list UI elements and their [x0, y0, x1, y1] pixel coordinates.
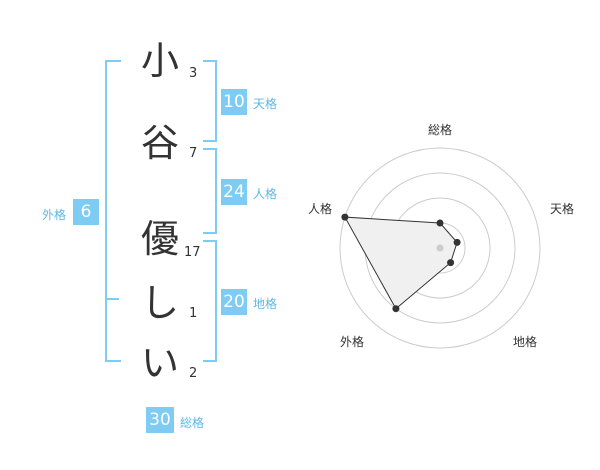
jinkaku-label: 人格 [253, 187, 278, 201]
name-char-1: 小 [140, 39, 179, 83]
radar-area [344, 216, 458, 310]
fortune-radar-chart: 総格 天格 地格 外格 人格 [308, 122, 574, 349]
radar-center-dot [436, 244, 444, 252]
chikaku-label: 地格 [253, 297, 278, 311]
stroke-count-5: 2 [189, 366, 198, 381]
jinkaku-value-badge: 24 [221, 179, 247, 205]
radar-axis-label-jinkaku: 人格 [308, 201, 332, 216]
tenkaku-value-badge: 10 [221, 89, 247, 115]
jinkaku-bracket [203, 148, 217, 234]
radar-ring [339, 147, 541, 349]
radar-axis-label-soukaku: 総格 [428, 122, 452, 137]
gaikaku-bracket-tick [105, 298, 119, 300]
gaikaku-label: 外格 [42, 208, 67, 222]
radar-point [447, 259, 455, 267]
gaikaku-value-badge: 6 [73, 199, 99, 225]
name-char-5: い [140, 341, 179, 385]
radar-axis-label-gaikaku: 外格 [340, 334, 364, 349]
stroke-count-2: 7 [189, 146, 198, 161]
chikaku-value-badge: 20 [221, 289, 247, 315]
gaikaku-bracket [105, 60, 121, 362]
stroke-count-4: 1 [189, 306, 198, 321]
name-char-2: 谷 [140, 121, 179, 165]
soukaku-label: 総格 [180, 416, 205, 430]
stroke-count-3: 17 [184, 245, 201, 260]
radar-axis-label-chikaku: 地格 [513, 334, 537, 349]
name-char-3: 優 [140, 217, 179, 261]
radar-point [436, 219, 444, 227]
tenkaku-bracket [203, 60, 217, 142]
chikaku-bracket [203, 240, 217, 362]
name-char-4: し [140, 281, 179, 325]
radar-axis-label-tenkaku: 天格 [550, 201, 574, 216]
radar-point [453, 238, 461, 246]
radar-point [341, 213, 349, 221]
tenkaku-label: 天格 [253, 97, 278, 111]
stroke-count-1: 3 [189, 66, 198, 81]
soukaku-value-badge: 30 [146, 407, 174, 433]
radar-point [392, 305, 400, 313]
